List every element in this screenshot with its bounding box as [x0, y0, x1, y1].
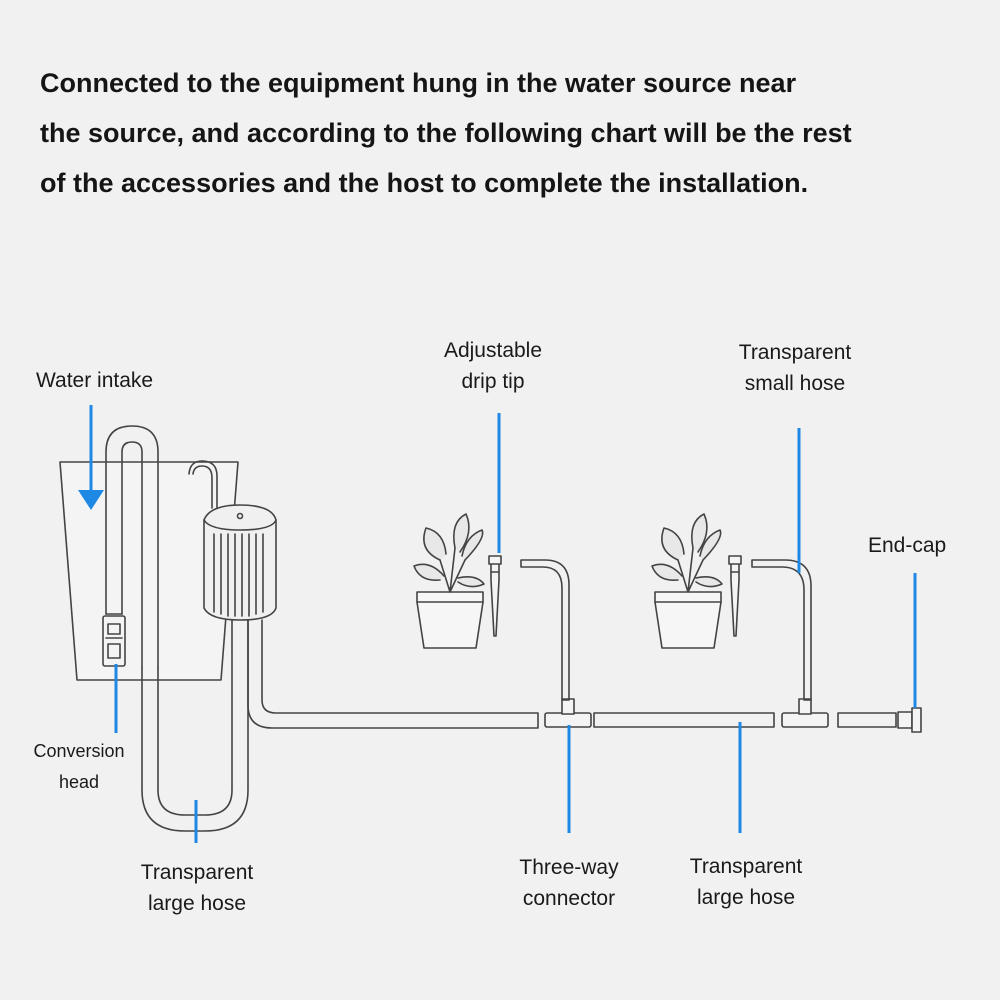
- small-hose-1: [520, 559, 570, 701]
- label-transparent-large-hose-left: Transparent large hose: [140, 861, 254, 915]
- label-transparent-small-hose: Transparent small hose: [738, 341, 852, 395]
- label-water-intake: Water intake: [36, 369, 154, 392]
- three-way-connector-1: [544, 698, 592, 728]
- label-end-cap: End-cap: [868, 534, 947, 557]
- three-way-connector-2: [781, 698, 829, 728]
- main-hose-2: [593, 712, 775, 728]
- drip-tip-2: [728, 555, 742, 637]
- end-cap: [897, 707, 922, 733]
- potted-plant-2: [651, 513, 723, 649]
- intake-tube: [105, 425, 159, 669]
- main-hose-3: [837, 712, 897, 728]
- label-transparent-large-hose-right: Transparent large hose: [689, 855, 803, 909]
- main-hose-1: [247, 619, 539, 729]
- label-adjustable-drip-tip: Adjustable drip tip: [443, 339, 543, 393]
- intro-line-2: the source, and according to the followi…: [40, 118, 852, 148]
- potted-plant-1: [413, 513, 485, 649]
- conversion-head: [102, 615, 126, 667]
- label-conversion-head: Conversion head: [33, 741, 125, 792]
- intro-text: Connected to the equipment hung in the w…: [40, 58, 970, 208]
- drip-tip-1: [488, 555, 502, 637]
- intro-line-1: Connected to the equipment hung in the w…: [40, 68, 797, 98]
- pump-body: [203, 504, 277, 621]
- intro-line-3: of the accessories and the host to compl…: [40, 168, 809, 198]
- water-intake-arrowhead: [78, 490, 104, 510]
- small-hose-2: [751, 559, 812, 701]
- label-three-way-connector: Three-way connector: [519, 856, 619, 910]
